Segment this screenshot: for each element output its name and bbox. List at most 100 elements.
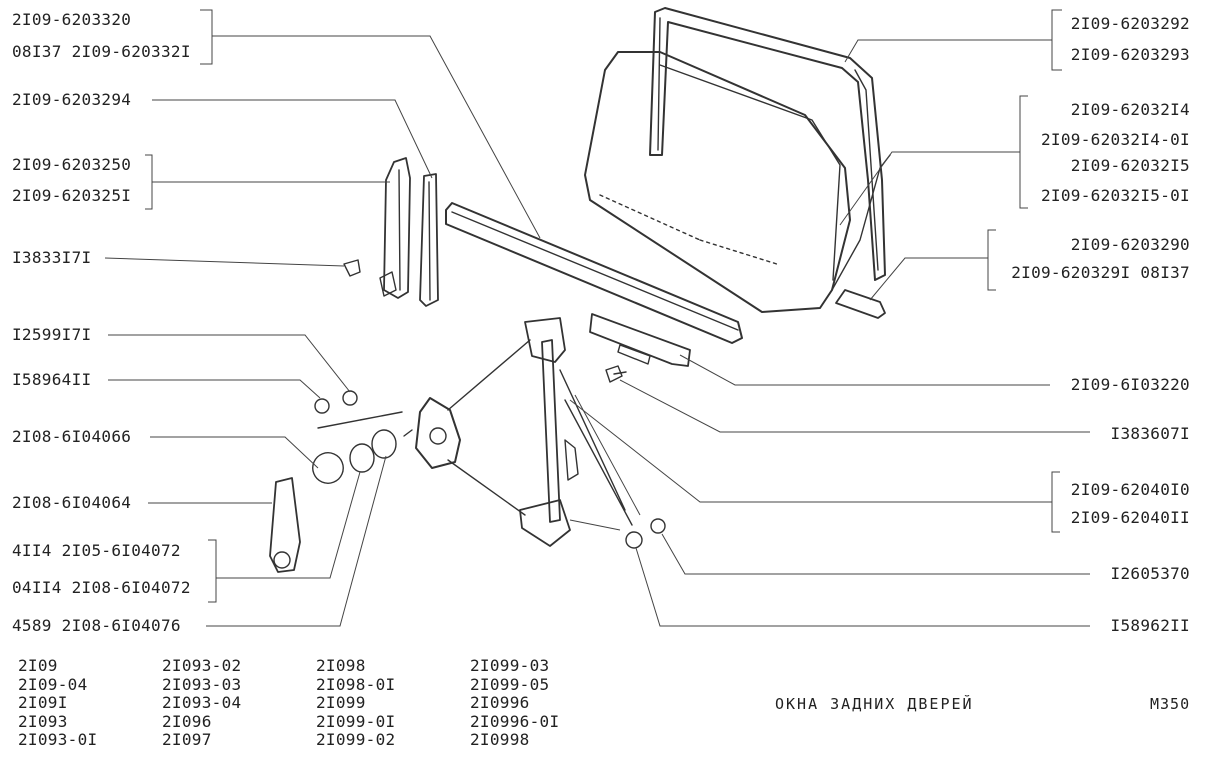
nut-1589621 — [625, 531, 643, 549]
bracket-r6 — [1051, 471, 1060, 533]
model-code: 2I097 — [162, 730, 212, 749]
leader-l1 — [212, 35, 541, 239]
door-glass — [584, 51, 851, 313]
leader-l2 — [152, 99, 433, 179]
label-l5: I2599I7I — [12, 325, 92, 344]
model-code: 2I093-0I — [18, 730, 98, 749]
regulator-drive — [415, 397, 461, 469]
handle-escutcheon — [312, 452, 344, 484]
bushing-6104072 — [349, 443, 375, 473]
label-l1a: 2I09-6203320 — [12, 10, 132, 29]
bracket-r3 — [987, 229, 996, 291]
glass-highlight — [599, 194, 781, 266]
label-r6b: 2I09-62040II — [1070, 508, 1190, 527]
label-l3b: 2I09-620325I — [12, 186, 132, 205]
front-guide-bracket — [379, 271, 397, 297]
washer-6104076 — [371, 429, 397, 459]
label-l8: 2I08-6I04064 — [12, 493, 132, 512]
label-r1b: 2I09-6203293 — [1070, 45, 1190, 64]
glass-run-channel-inner — [657, 17, 879, 271]
leader-l7 — [150, 436, 319, 469]
label-l9a: 4II4 2I05-6I04072 — [12, 541, 181, 560]
label-l1b: 08I37 2I09-620332I — [12, 42, 191, 61]
front-glass-run — [419, 173, 439, 307]
leader-r7 — [661, 533, 1090, 575]
leader-r1 — [844, 39, 1052, 63]
model-code: 2I099 — [316, 693, 366, 712]
model-code: 2I099-03 — [470, 656, 550, 675]
model-code: 2I099-0I — [316, 711, 396, 731]
glass-run-channel — [649, 7, 886, 281]
leader-l9 — [216, 471, 361, 579]
glass-inner-edge — [659, 64, 841, 281]
leader-r6 — [569, 399, 1052, 503]
nut-1259917 — [342, 390, 358, 406]
model-code: 2I093-02 — [162, 656, 242, 675]
glass-lower-bracket — [589, 313, 691, 367]
label-l10: 4589 2I08-6I04076 — [12, 616, 181, 635]
page-code: М350 — [1150, 695, 1191, 713]
bracket-l1 — [200, 9, 213, 65]
model-code: 2I096 — [162, 711, 212, 731]
leader-nuts-right — [569, 394, 641, 531]
model-code: 2I098-0I — [316, 674, 396, 694]
regulator-bottom-slider — [519, 499, 571, 547]
model-code: 2I09I — [18, 693, 68, 712]
leader-r4 — [679, 354, 1050, 386]
label-r3b: 2I09-620329I 08I37 — [1011, 263, 1190, 282]
label-l9b: 04II4 2I08-6I04072 — [12, 578, 191, 597]
label-l4: I3833I7I — [12, 248, 92, 267]
bracket-r1 — [1051, 9, 1062, 71]
label-l6: I58964II — [12, 370, 92, 389]
belt-weatherstrip-inner — [451, 211, 739, 331]
label-r7: I2605370 — [1110, 564, 1190, 583]
label-r4: 2I09-6I03220 — [1070, 375, 1190, 394]
models-column-1: 2I09 2I09-04 2I09I 2I093 2I093-0I — [18, 656, 98, 750]
label-r1a: 2I09-6203292 — [1070, 14, 1190, 33]
model-code: 2I099-05 — [470, 674, 550, 694]
label-l2: 2I09-6203294 — [12, 90, 132, 109]
bracket-l9 — [208, 539, 217, 603]
models-column-4: 2I099-03 2I099-05 2I0996 2I0996-0I 2I099… — [470, 656, 559, 750]
model-code: 2I093 — [18, 711, 68, 731]
label-l3a: 2I09-6203250 — [12, 155, 132, 174]
model-code: 2I09-04 — [18, 674, 88, 694]
regulator-top-slider — [524, 317, 566, 363]
model-code: 2I093-04 — [162, 693, 242, 712]
models-column-3: 2I098 2I098-0I 2I099 2I099-0I 2I099-02 — [316, 656, 396, 750]
label-r2a: 2I09-62032I4 — [1070, 100, 1190, 119]
label-r5: I383607I — [1110, 424, 1190, 443]
model-code: 2I099-02 — [316, 730, 396, 749]
regulator-rail — [541, 339, 561, 523]
leader-l4 — [104, 257, 345, 267]
front-guide-channel — [383, 157, 411, 299]
leader-r2 — [839, 151, 1020, 226]
belt-weatherstrip — [445, 202, 743, 344]
bracket-l3 — [145, 154, 153, 210]
bottom-glass-channel — [835, 289, 886, 319]
arrow-pointer — [317, 411, 403, 429]
label-r2c: 2I09-62032I5 — [1070, 156, 1190, 175]
leader-l10 — [206, 455, 387, 627]
leader-l5 — [108, 334, 351, 393]
model-code: 2I0998 — [470, 730, 530, 749]
model-code: 2I098 — [316, 656, 366, 675]
window-crank-handle — [269, 477, 301, 573]
leader-r8 — [635, 547, 1090, 627]
nut-1589641 — [314, 398, 330, 414]
model-code: 2I093-03 — [162, 674, 242, 694]
screw-1383317 — [343, 259, 361, 277]
page-title: ОКНА ЗАДНИХ ДВЕРЕЙ — [775, 695, 974, 713]
leader-r5 — [619, 379, 1090, 433]
label-r3a: 2I09-6203290 — [1070, 235, 1190, 254]
label-r6a: 2I09-62040I0 — [1070, 480, 1190, 499]
bolt-1383607 — [605, 365, 627, 383]
label-r8: I58962II — [1110, 616, 1190, 635]
label-l7: 2I08-6I04066 — [12, 427, 132, 446]
regulator-cable — [447, 339, 633, 526]
nut-1260537 — [650, 518, 666, 534]
label-r2d: 2I09-62032I5-0I — [1041, 186, 1190, 205]
model-code: 2I09 — [18, 656, 58, 675]
model-code: 2I0996 — [470, 693, 530, 712]
